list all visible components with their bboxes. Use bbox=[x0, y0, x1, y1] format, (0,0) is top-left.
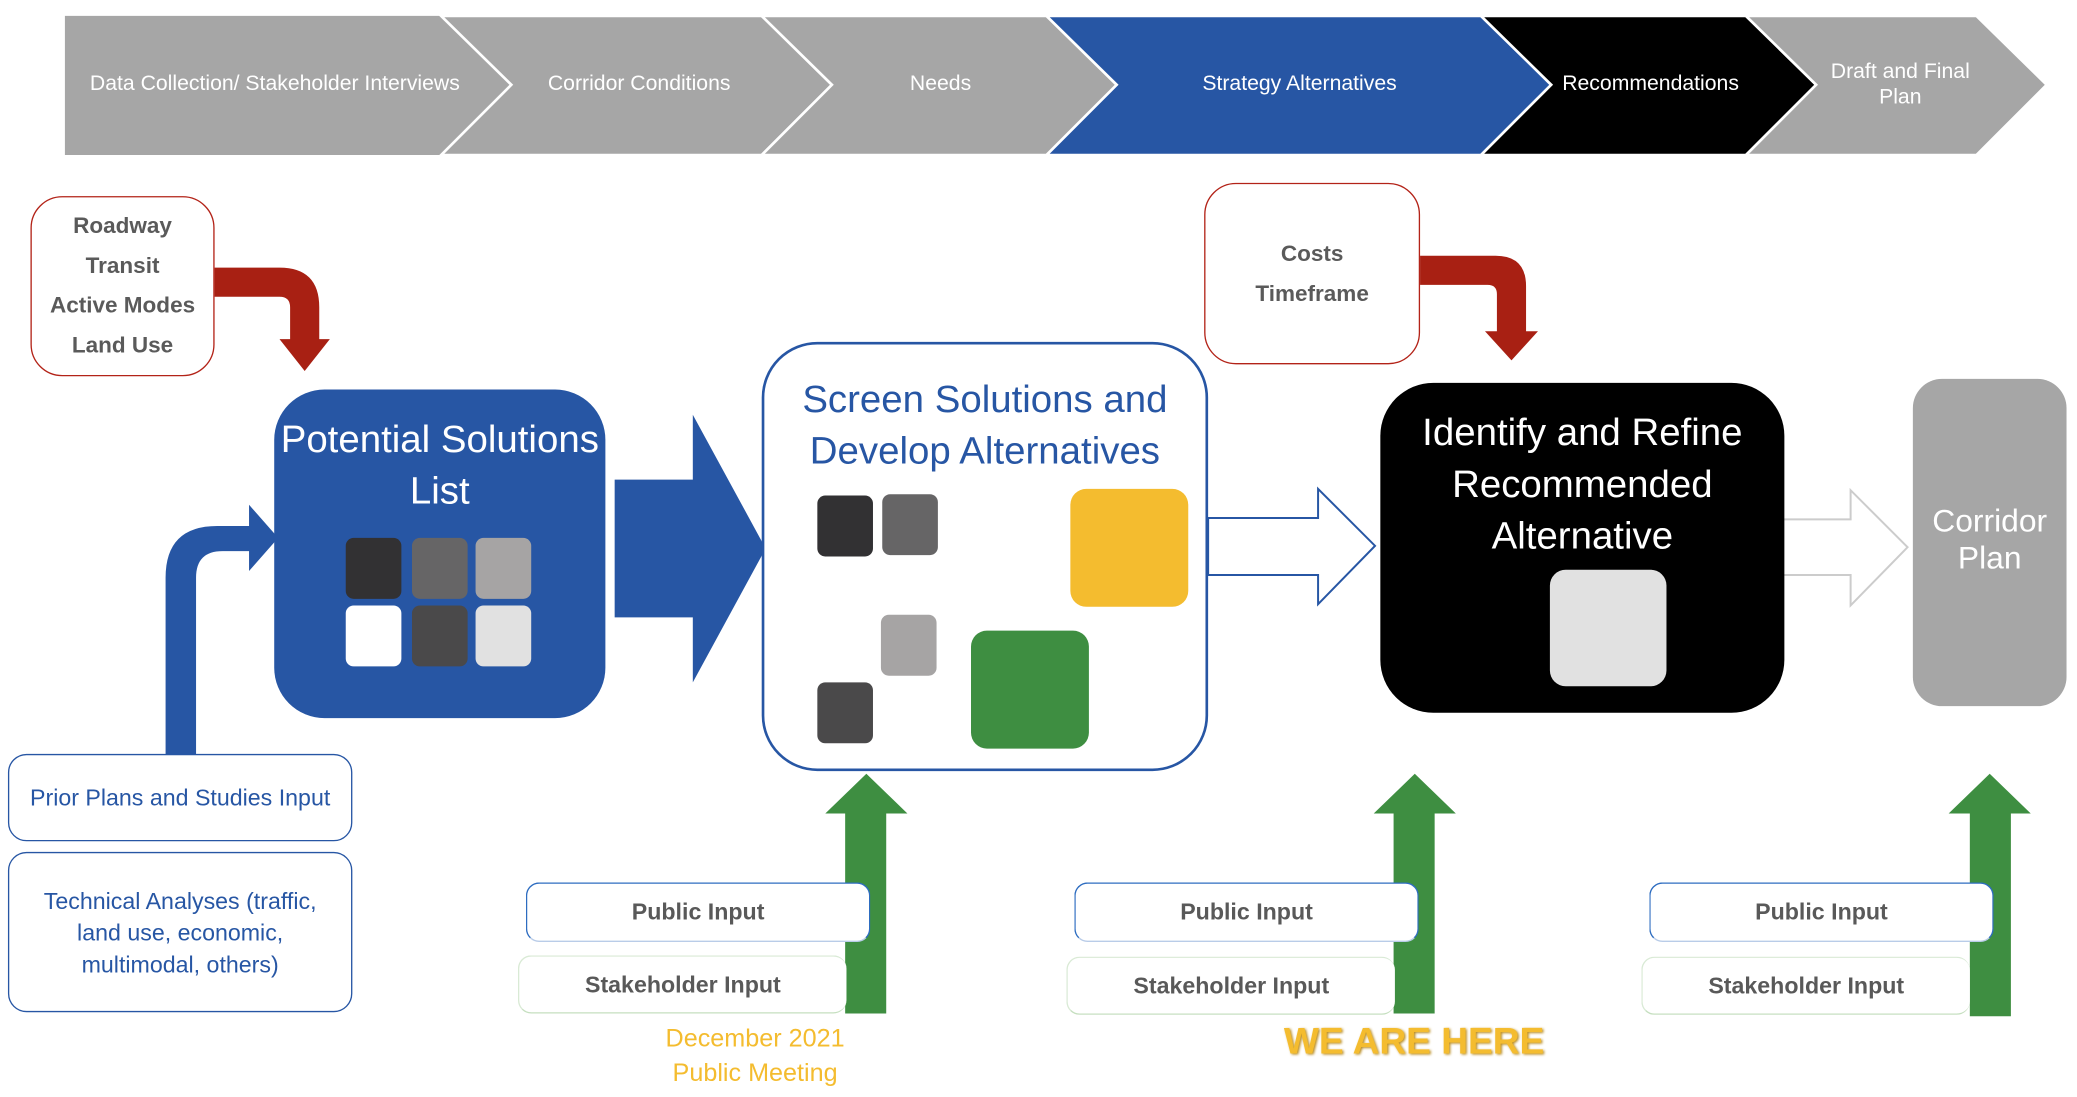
screen-solutions-title: Screen Solutions and Develop Alternative… bbox=[802, 378, 1168, 473]
big-blue-arrow bbox=[614, 414, 766, 683]
solution-tile bbox=[475, 605, 532, 667]
process-step-4-label: Strategy Alternatives bbox=[1202, 73, 1397, 96]
recommended-tile bbox=[1549, 569, 1667, 687]
process-step-6-shape bbox=[1742, 14, 2049, 157]
process-step-2-label: Corridor Conditions bbox=[547, 73, 731, 96]
public-input-3: Public Input bbox=[1649, 882, 1994, 943]
alternative-tile bbox=[880, 614, 937, 676]
meeting-note-event: Public Meeting bbox=[672, 1059, 838, 1088]
corridor-plan-box: Corridor Plan bbox=[1912, 378, 2067, 707]
red-curved-arrow-left bbox=[214, 267, 330, 371]
identify-refine-box: Identify and Refine Recommended Alternat… bbox=[1380, 382, 1785, 713]
meeting-note-date: December 2021 bbox=[665, 1025, 845, 1054]
input-categories-box: Roadway Transit Active Modes Land Use bbox=[30, 196, 215, 377]
public-input-1: Public Input bbox=[525, 882, 871, 943]
outline-blue-arrow bbox=[1207, 486, 1377, 607]
process-step-1-label: Data Collection/ Stakeholder Interviews bbox=[89, 73, 460, 96]
public-input-2: Public Input bbox=[1074, 882, 1419, 943]
we-are-here-marker: WE ARE HERE bbox=[1283, 1020, 1545, 1062]
technical-analyses-box: Technical Analyses (traffic, land use, e… bbox=[7, 851, 353, 1013]
process-step-3-label: Needs bbox=[909, 73, 972, 96]
process-step-1-shape bbox=[64, 15, 512, 156]
alternative-tile-green bbox=[971, 630, 1089, 749]
outline-gray-arrow bbox=[1782, 487, 1909, 608]
input-land-use: Land Use bbox=[71, 332, 174, 358]
solution-tile bbox=[411, 537, 468, 599]
corridor-plan-title: Corridor Plan bbox=[1932, 503, 2048, 577]
alternative-tile bbox=[817, 495, 873, 557]
prior-plans-box: Prior Plans and Studies Input bbox=[7, 753, 353, 842]
process-bar bbox=[64, 14, 2049, 157]
input-active-modes: Active Modes bbox=[49, 292, 196, 318]
identify-refine-title: Identify and Refine Recommended Alternat… bbox=[1422, 411, 1743, 558]
cost-time-box: Costs Timeframe bbox=[1204, 182, 1421, 365]
solution-tile bbox=[411, 605, 468, 667]
solution-tile bbox=[475, 537, 532, 599]
prior-plans-label: Prior Plans and Studies Input bbox=[30, 784, 331, 811]
stakeholder-input-2: Stakeholder Input bbox=[1066, 956, 1395, 1015]
solution-tile bbox=[345, 537, 402, 599]
process-step-5-label: Recommendations bbox=[1562, 73, 1739, 96]
potential-solutions-box: Potential Solutions List bbox=[274, 389, 606, 719]
red-curved-arrow-right bbox=[1420, 255, 1538, 361]
screen-solutions-box: Screen Solutions and Develop Alternative… bbox=[761, 341, 1209, 772]
blue-bent-arrow bbox=[165, 504, 279, 756]
input-roadway: Roadway bbox=[73, 213, 172, 239]
technical-analyses-label: Technical Analyses (traffic, land use, e… bbox=[43, 887, 317, 978]
alternative-tile bbox=[817, 682, 873, 744]
alternative-tile-yellow bbox=[1070, 488, 1189, 607]
alternative-tile bbox=[882, 494, 938, 556]
stakeholder-input-3: Stakeholder Input bbox=[1641, 956, 1970, 1015]
solution-tile bbox=[345, 605, 402, 667]
stakeholder-input-1: Stakeholder Input bbox=[517, 955, 847, 1014]
input-transit: Transit bbox=[85, 253, 160, 279]
process-step-6-label: Draft and Final Plan bbox=[1830, 60, 1970, 109]
meeting-note: December 2021 Public Meeting bbox=[623, 1023, 888, 1095]
potential-solutions-title: Potential Solutions List bbox=[280, 418, 599, 513]
input-costs: Costs bbox=[1280, 240, 1344, 266]
input-timeframe: Timeframe bbox=[1255, 280, 1369, 306]
